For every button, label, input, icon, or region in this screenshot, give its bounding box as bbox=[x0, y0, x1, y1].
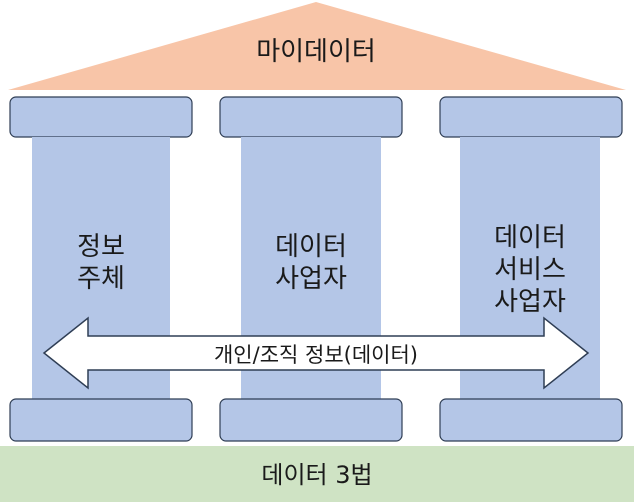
pillar-1-capital bbox=[9, 96, 193, 138]
pillar-1-label-line-2: 주체 bbox=[77, 264, 125, 294]
pillar-3-base bbox=[439, 398, 623, 442]
pillar-1-label-line-1: 정보 bbox=[77, 232, 125, 262]
pillar-3-label-line-2: 서비스 bbox=[494, 255, 566, 285]
pillar-data-subject: 정보 주체 bbox=[9, 96, 193, 442]
double-arrow bbox=[42, 316, 590, 390]
pillar-2-label-line-2: 사업자 bbox=[275, 264, 347, 294]
arrow-label: 개인/조직 정보(데이터) bbox=[214, 343, 418, 367]
pillar-2-label-line-1: 데이터 bbox=[275, 232, 347, 262]
pillar-1-base bbox=[9, 398, 193, 442]
roof-triangle bbox=[8, 2, 626, 90]
pillar-3-label-line-3: 사업자 bbox=[494, 287, 566, 317]
foundation-bar bbox=[0, 446, 634, 502]
pillar-3-capital bbox=[439, 96, 623, 138]
roof-label: 마이데이터 bbox=[256, 37, 376, 67]
pillar-data-business: 데이터 사업자 bbox=[219, 96, 403, 442]
pillar-3-label-line-1: 데이터 bbox=[494, 223, 566, 253]
foundation-label: 데이터 3법 bbox=[261, 461, 372, 489]
pillar-2-capital bbox=[219, 96, 403, 138]
pillar-data-service-business: 데이터 서비스 사업자 bbox=[439, 96, 623, 442]
pillar-2-base bbox=[219, 398, 403, 442]
